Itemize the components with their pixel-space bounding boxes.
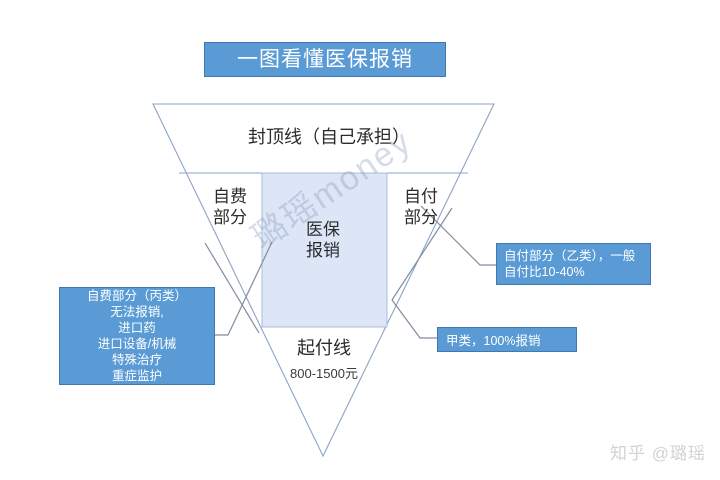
- callout-self-pay-class-c: 自费部分（丙类） 无法报销, 进口药 进口设备/机械 特殊治疗 重症监护: [59, 287, 215, 385]
- reimbursement-column-label: 医保 报销: [306, 220, 340, 261]
- connector-right-bottom-callout: [391, 299, 437, 339]
- deductible-amount: 800-1500元: [290, 366, 358, 381]
- cap-line-label: 封顶线（自己承担）: [248, 127, 410, 147]
- page-title: 一图看懂医保报销: [204, 42, 446, 77]
- deductible-label: 起付线: [297, 338, 351, 358]
- page-title-text: 一图看懂医保报销: [237, 48, 413, 71]
- self-pay-column-label: 自费 部分: [213, 187, 247, 228]
- connector-left-callout: [215, 241, 273, 336]
- connector-right-cross: [391, 207, 453, 301]
- co-pay-column-label: 自付 部分: [404, 187, 438, 228]
- callout-co-pay-class-b: 自付部分（乙类），一般 自付比10-40%: [496, 243, 651, 285]
- connector-left-cross: [204, 242, 260, 334]
- callout-class-a-full-reimbursement: 甲类，100%报销: [437, 327, 577, 352]
- reimbursement-column: [261, 172, 388, 328]
- corner-watermark: 知乎 @璐瑶: [610, 444, 706, 463]
